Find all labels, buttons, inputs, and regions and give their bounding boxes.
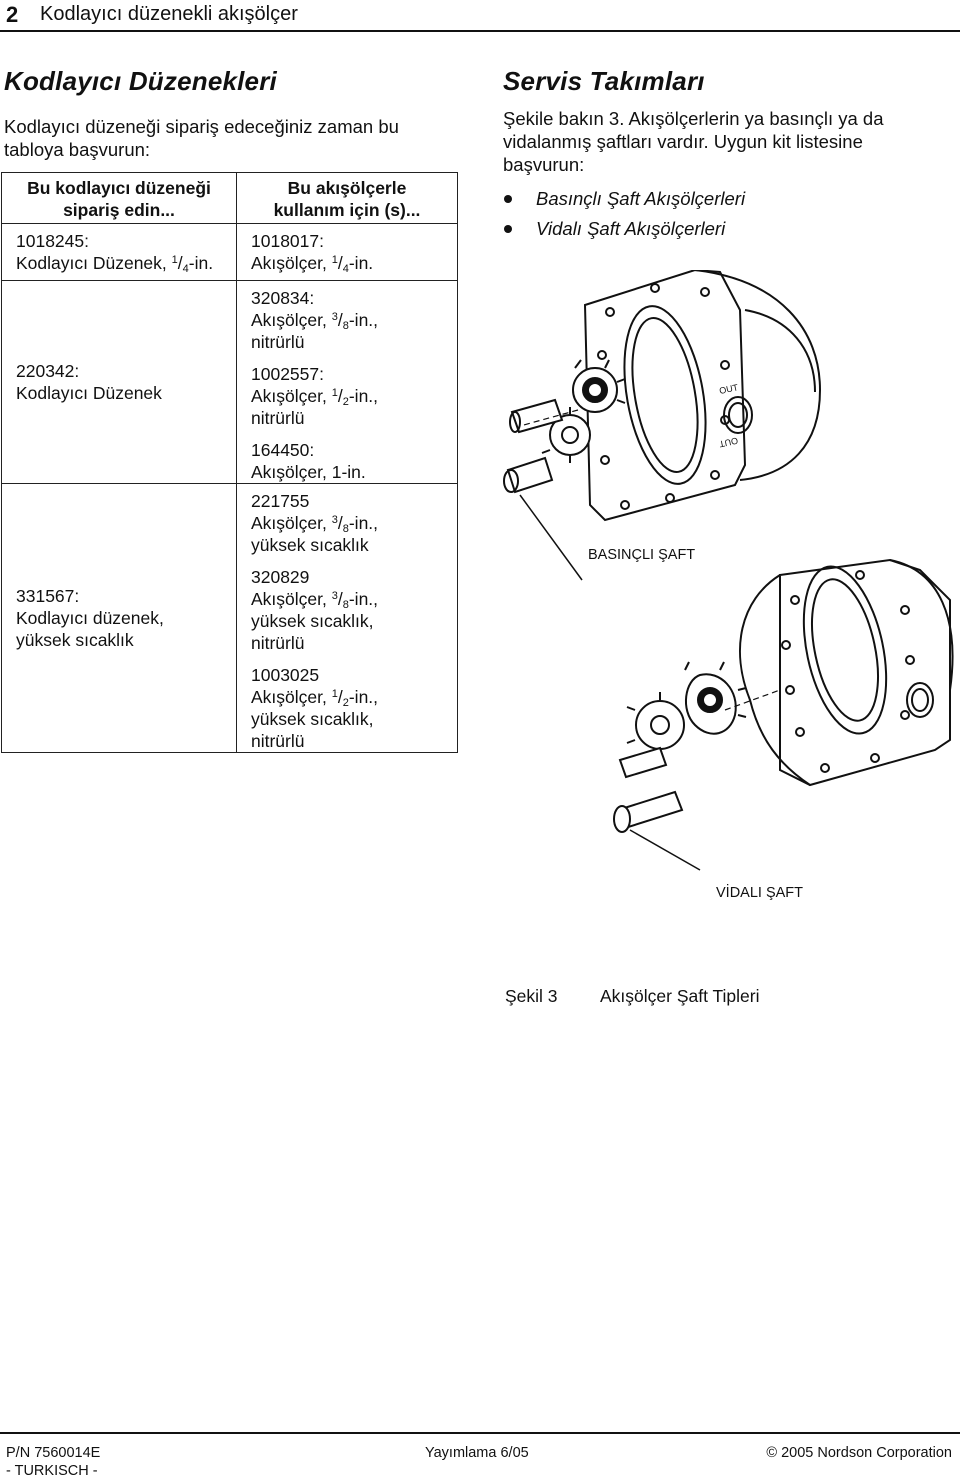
bullet-icon (504, 225, 512, 233)
figure-title: Akışölçer Şaft Tipleri (600, 986, 760, 1006)
col-header-order: Bu kodlayıcı düzeneği sipariş edin... (1, 172, 237, 224)
threaded-shaft-meter-drawing (613, 558, 954, 871)
list-item: Vidalı Şaft Akışölçerleri (500, 216, 745, 246)
header-rule (0, 30, 960, 32)
kit-list: Basınçlı Şaft Akışölçerleri Vidalı Şaft … (500, 186, 745, 246)
service-intro: Şekile bakın 3. Akışölçerlerin ya basınç… (503, 108, 884, 175)
flow-meter-shaft-figure: OUT OUT BASINÇLI ŞAFT VİDALI ŞAFT (503, 270, 954, 901)
encoder-intro: Kodlayıcı düzeneği sipariş edeceğiniz za… (4, 116, 399, 160)
pressed-shaft-meter-drawing (503, 270, 822, 581)
threaded-shaft-label: VİDALI ŞAFT (716, 883, 803, 901)
section-heading-encoders: Kodlayıcı Düzenekleri (4, 66, 277, 96)
page-number: 2 (6, 2, 19, 27)
meter-cell: 1018017: Akışölçer, 1/4-in. (236, 223, 458, 281)
part-number: P/N 7560014E (6, 1445, 101, 1461)
table-header-row: Bu kodlayıcı düzeneği sipariş edin... Bu… (1, 172, 458, 224)
language-tag: - TURKISCH - (6, 1463, 98, 1479)
col-header-use: Bu akışölçerle kullanım için (s)... (236, 172, 458, 224)
table-row: 1018245: Kodlayıcı Düzenek, 1/4-in. 1018… (1, 223, 458, 281)
bullet-icon (504, 195, 512, 203)
table-row: 331567: Kodlayıcı düzenek, yüksek sıcakl… (1, 483, 458, 753)
running-title: Kodlayıcı düzenekli akışölçer (40, 3, 298, 25)
assembly-cell: 1018245: Kodlayıcı Düzenek, 1/4-in. (1, 223, 237, 281)
issue-date: Yayımlama 6/05 (425, 1445, 529, 1461)
table-row: 220342: Kodlayıcı Düzenek 320834: Akışöl… (1, 280, 458, 484)
port-label-bottom: OUT (718, 435, 739, 449)
copyright: © 2005 Nordson Corporation (766, 1445, 952, 1461)
encoder-table: Bu kodlayıcı düzeneği sipariş edin... Bu… (1, 172, 458, 753)
assembly-cell: 331567: Kodlayıcı düzenek, yüksek sıcakl… (1, 483, 237, 753)
assembly-cell: 220342: Kodlayıcı Düzenek (1, 280, 237, 484)
meter-cell: 221755 Akışölçer, 3/8-in., yüksek sıcakl… (236, 483, 458, 753)
port-label-top: OUT (718, 382, 739, 396)
list-item: Basınçlı Şaft Akışölçerleri (500, 186, 745, 216)
section-heading-service-kits: Servis Takımları (503, 66, 705, 96)
pressed-shaft-label: BASINÇLI ŞAFT (588, 547, 695, 563)
meter-cell: 320834: Akışölçer, 3/8-in., nitrürlü 100… (236, 280, 458, 484)
figure-number: Şekil 3 (505, 986, 558, 1006)
footer-rule (0, 1432, 960, 1434)
